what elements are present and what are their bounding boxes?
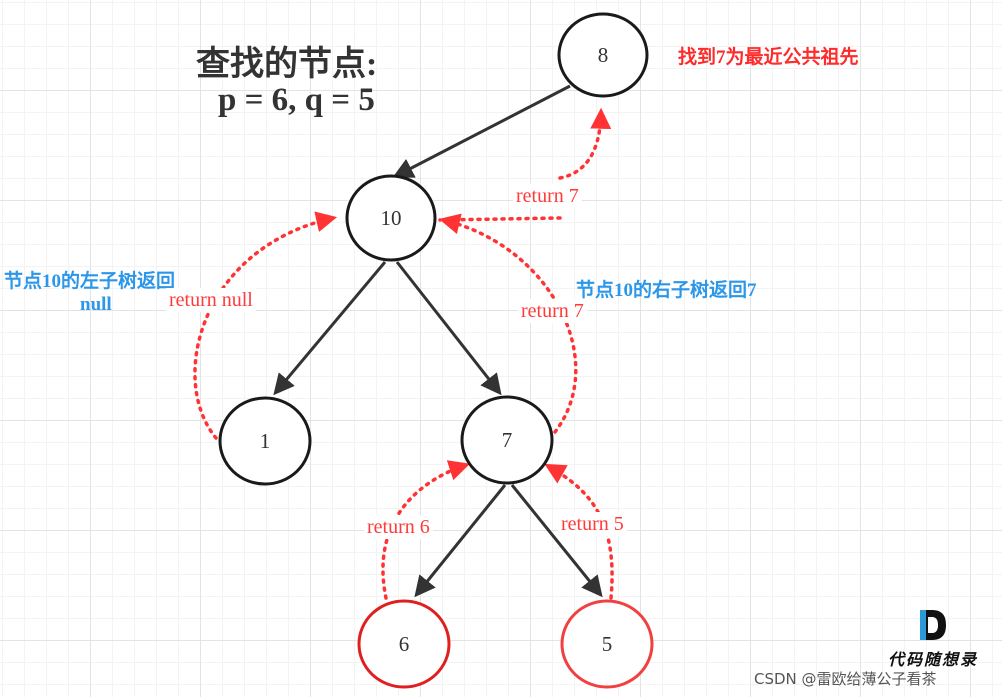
edge-7-to-5 (510, 484, 603, 598)
node-6: 6 (357, 599, 451, 689)
note-left-subtree-line-1: 节点10的左子树返回 (4, 271, 176, 292)
node-7-label: 7 (502, 428, 513, 452)
return-label-null: return null (166, 288, 256, 312)
node-1-label: 1 (260, 429, 271, 453)
return-label-7-to-root: return 7 (513, 184, 582, 208)
node-7: 7 (460, 395, 554, 485)
node-8-label: 8 (598, 43, 609, 67)
return-arrow-5 (544, 463, 614, 600)
return-arrow-6 (381, 460, 470, 600)
node-10-label: 10 (381, 206, 402, 230)
watermark-text: CSDN @雷欧给薄公子看茶 (754, 670, 937, 688)
node-5-label: 5 (602, 632, 613, 656)
return-arrow-7-sibling-top (438, 216, 562, 222)
title-line-1: 查找的节点: (196, 46, 378, 83)
note-found-ancestor: 找到7为最近公共祖先 (678, 47, 859, 68)
return-arrow-7-to-root (558, 107, 612, 180)
edge-10-to-7 (395, 261, 502, 396)
logo-text: 代码随想录 (887, 650, 978, 669)
node-1: 1 (218, 396, 312, 486)
logo: 代码随想录 (878, 608, 988, 670)
note-left-subtree-line-2: null (80, 294, 112, 315)
edge-7-to-6 (414, 484, 507, 598)
logo-d-icon (920, 610, 946, 640)
node-5: 5 (560, 599, 654, 689)
return-label-6: return 6 (364, 515, 433, 539)
edge-8-to-10 (392, 84, 571, 178)
node-8: 8 (557, 12, 649, 98)
note-right-subtree: 节点10的右子树返回7 (576, 280, 757, 301)
node-6-label: 6 (399, 632, 410, 656)
edge-10-to-1 (273, 261, 387, 396)
return-label-7-to-10: return 7 (518, 299, 587, 323)
return-arrow-null (193, 211, 338, 440)
return-label-5: return 5 (558, 512, 627, 536)
title-line-2: p = 6, q = 5 (218, 82, 375, 118)
node-10: 10 (345, 174, 437, 262)
